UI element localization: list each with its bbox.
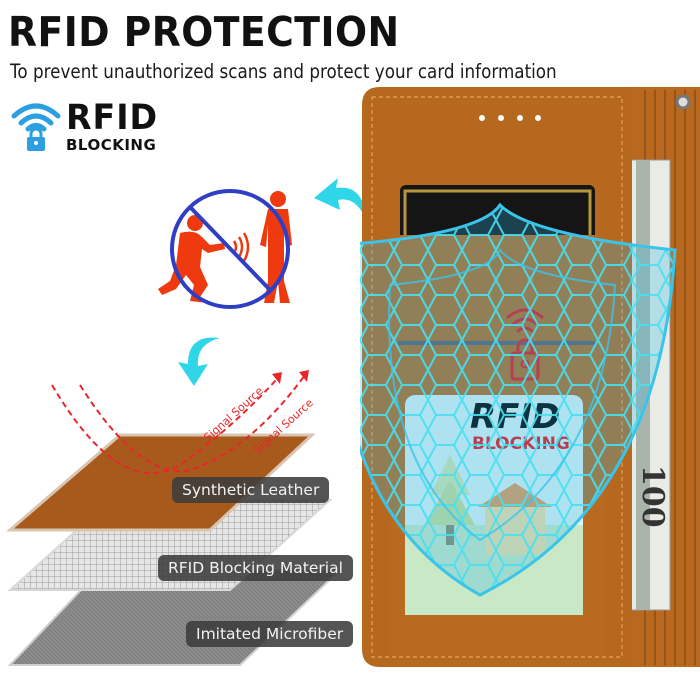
wallet-illustration: 100 RFID BLOCKING bbox=[360, 87, 700, 667]
wifi-lock-icon bbox=[11, 103, 61, 151]
curved-arrow-icon bbox=[178, 337, 220, 386]
page-title: RFID PROTECTION bbox=[8, 8, 400, 56]
logo-blocking-text: BLOCKING bbox=[66, 136, 157, 154]
leather-layer bbox=[5, 433, 316, 532]
layer-label-imitated-microfiber: Imitated Microfiber bbox=[186, 621, 354, 647]
layer-label-rfid-blocking-material: RFID Blocking Material bbox=[158, 555, 353, 581]
no-skimming-icon bbox=[158, 189, 292, 309]
layer-label-synthetic-leather: Synthetic Leather bbox=[172, 477, 330, 503]
page-subtitle: To prevent unauthorized scans and protec… bbox=[10, 60, 557, 83]
logo-rfid-text: RFID bbox=[66, 98, 159, 138]
lanyard-ring bbox=[675, 94, 691, 110]
svg-text:100: 100 bbox=[635, 465, 670, 528]
curved-arrow-icon bbox=[314, 178, 366, 220]
